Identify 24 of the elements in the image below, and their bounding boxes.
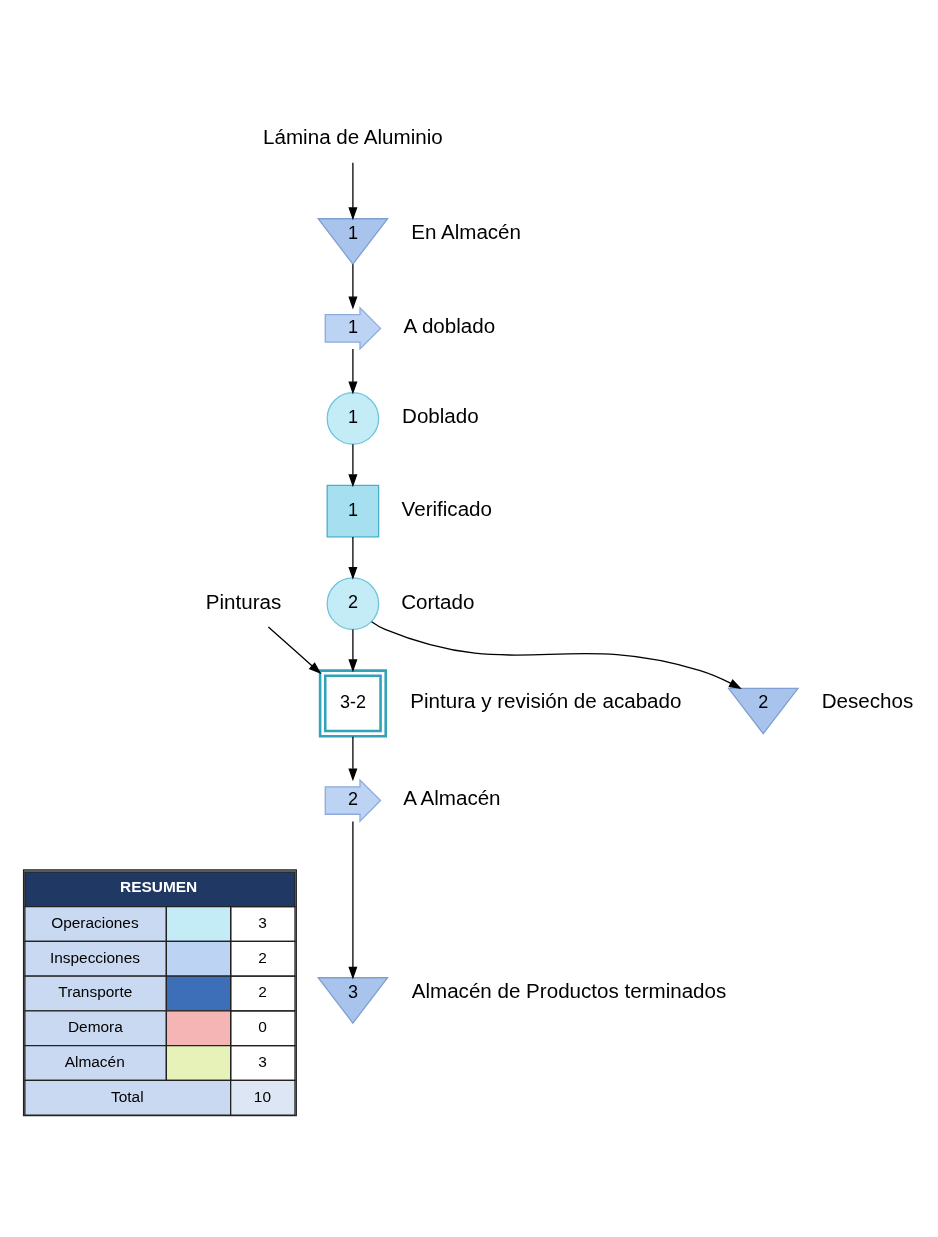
node-text: Pinturas	[205, 589, 282, 613]
label: 10	[253, 1087, 271, 1105]
label: RESUMEN	[120, 878, 198, 895]
label: Demora	[67, 1018, 123, 1036]
label: Transporte	[58, 983, 133, 1001]
node-label: Desechos	[821, 689, 914, 713]
node-label: A doblado	[403, 314, 496, 338]
label: 0	[258, 1018, 267, 1036]
label: Inspecciones	[49, 948, 140, 966]
node-label: Pintura y revisión de acabado	[410, 689, 682, 713]
node-label: En Almacén	[411, 219, 522, 243]
label: 3	[258, 914, 267, 932]
node-label: Doblado	[402, 404, 479, 428]
node-label: Almacén de Productos terminados	[411, 978, 727, 1002]
node-text: Lámina de Aluminio	[263, 125, 443, 149]
node-label: Cortado	[401, 589, 475, 613]
node-label: A Almacén	[403, 786, 501, 810]
node-label: Verificado	[401, 496, 492, 520]
label: Total	[111, 1087, 144, 1105]
label: 3	[258, 1052, 267, 1070]
label: 2	[258, 948, 267, 966]
label: Operaciones	[51, 914, 139, 932]
label: Almacén	[64, 1052, 125, 1070]
label: 2	[258, 983, 267, 1001]
